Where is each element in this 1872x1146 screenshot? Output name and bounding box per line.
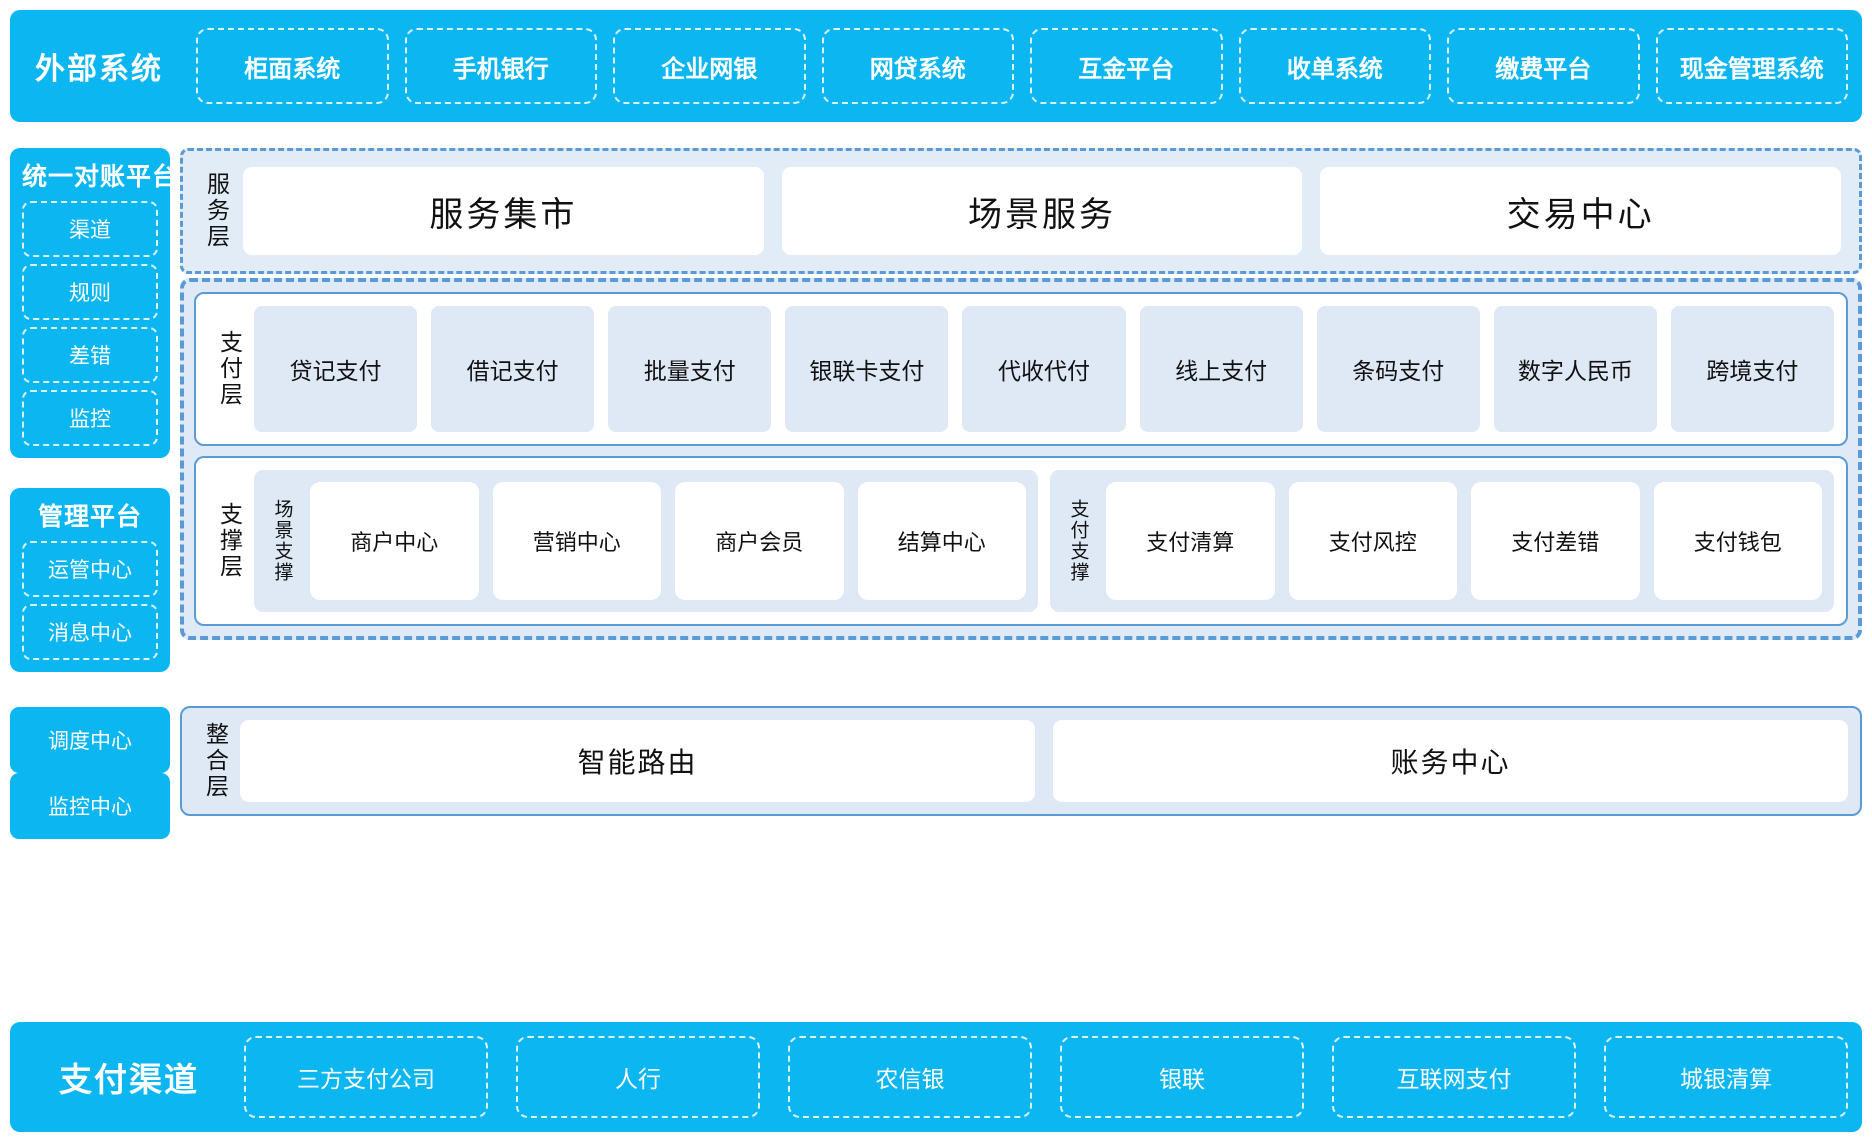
payment-core-group: 支付层 贷记支付 借记支付 批量支付 银联卡支付 代收代付 线上支付 条码支付 …: [180, 278, 1862, 640]
payment-support-group: 支付支撑 支付清算 支付风控 支付差错 支付钱包: [1050, 470, 1834, 612]
monitoring-center-card[interactable]: 监控中心: [10, 773, 170, 839]
payment-layer-row: 支付层 贷记支付 借记支付 批量支付 银联卡支付 代收代付 线上支付 条码支付 …: [206, 302, 1836, 436]
rail-item-message-center[interactable]: 消息中心: [22, 604, 158, 660]
payment-tile-debit[interactable]: 借记支付: [431, 306, 595, 432]
external-system-chip[interactable]: 柜面系统: [196, 28, 389, 104]
payment-layer-label: 支付层: [216, 330, 243, 408]
integration-card-accounting-center[interactable]: 账务中心: [1053, 720, 1848, 802]
payment-channel-chip[interactable]: 三方支付公司: [244, 1036, 488, 1118]
management-platform-card: 管理平台 运管中心 消息中心: [10, 488, 170, 672]
payment-tile-barcode[interactable]: 条码支付: [1316, 306, 1480, 432]
payment-tile-collection-payment[interactable]: 代收代付: [962, 306, 1126, 432]
scheduling-center-card[interactable]: 调度中心: [10, 707, 170, 773]
scenario-support-group: 场景支撑 商户中心 营销中心 商户会员 结算中心: [254, 470, 1038, 612]
service-layer-row: 服务层 服务集市 场景服务 交易中心: [193, 161, 1849, 261]
external-systems-title: 外部系统: [35, 53, 163, 86]
support-layer-panel: 支撑层 场景支撑 商户中心 营销中心 商户会员 结算中心 支付支撑: [194, 456, 1848, 626]
payment-tile-online[interactable]: 线上支付: [1139, 306, 1303, 432]
unified-reconciliation-platform-title: 统一对账平台: [22, 163, 179, 191]
payment-channel-chip[interactable]: 银联: [1060, 1036, 1304, 1118]
payment-channels-band: 支付渠道 三方支付公司 人行 农信银 银联 互联网支付 城银清算: [10, 1022, 1862, 1132]
payment-layer-tiles: 贷记支付 借记支付 批量支付 银联卡支付 代收代付 线上支付 条码支付 数字人民…: [252, 302, 1836, 436]
service-layer-cards: 服务集市 场景服务 交易中心: [239, 161, 1849, 261]
rail-item-operations-center[interactable]: 运管中心: [22, 541, 158, 597]
payment-support-label: 支付支撑: [1067, 499, 1089, 583]
external-system-chip[interactable]: 收单系统: [1238, 28, 1431, 104]
support-card-marketing-center[interactable]: 营销中心: [492, 482, 661, 600]
support-card-merchant-member[interactable]: 商户会员: [675, 482, 844, 600]
external-systems-band: 外部系统 柜面系统 手机银行 企业网银 网贷系统 互金平台 收单系统 缴费平台 …: [10, 10, 1862, 122]
integration-layer-row: 整合层 智能路由 账务中心: [192, 716, 1850, 806]
payment-channel-chip[interactable]: 人行: [516, 1036, 760, 1118]
integration-card-smart-routing[interactable]: 智能路由: [240, 720, 1035, 802]
scenario-support-label: 场景支撑: [271, 499, 293, 583]
support-card-payment-risk[interactable]: 支付风控: [1288, 482, 1457, 600]
integration-layer-panel: 整合层 智能路由 账务中心: [180, 706, 1862, 816]
support-card-payment-discrepancy[interactable]: 支付差错: [1471, 482, 1640, 600]
payment-channels-title: 支付渠道: [59, 1061, 199, 1098]
integration-layer-cards: 智能路由 账务中心: [238, 716, 1850, 806]
rail-item-monitoring[interactable]: 监控: [22, 390, 158, 446]
external-system-chip[interactable]: 手机银行: [404, 28, 597, 104]
payment-channels-list: 三方支付公司 人行 农信银 银联 互联网支付 城银清算: [244, 1036, 1848, 1118]
payment-channel-chip[interactable]: 互联网支付: [1332, 1036, 1576, 1118]
payment-layer-panel: 支付层 贷记支付 借记支付 批量支付 银联卡支付 代收代付 线上支付 条码支付 …: [194, 292, 1848, 446]
external-system-chip[interactable]: 网贷系统: [821, 28, 1014, 104]
support-card-settlement-center[interactable]: 结算中心: [857, 482, 1026, 600]
support-card-payment-clearing[interactable]: 支付清算: [1106, 482, 1275, 600]
payment-tile-unionpay-card[interactable]: 银联卡支付: [785, 306, 949, 432]
scenario-support-cards: 商户中心 营销中心 商户会员 结算中心: [310, 482, 1026, 600]
service-card-marketplace[interactable]: 服务集市: [243, 167, 764, 255]
integration-layer-label: 整合层: [202, 722, 229, 800]
payment-channel-chip[interactable]: 农信银: [788, 1036, 1032, 1118]
external-system-chip[interactable]: 企业网银: [613, 28, 806, 104]
payment-tile-credit[interactable]: 贷记支付: [254, 306, 418, 432]
support-card-payment-wallet[interactable]: 支付钱包: [1653, 482, 1822, 600]
external-system-chip[interactable]: 现金管理系统: [1655, 28, 1848, 104]
support-layer-label: 支撑层: [216, 502, 243, 580]
payment-tile-digital-rmb[interactable]: 数字人民币: [1493, 306, 1657, 432]
rail-item-discrepancy[interactable]: 差错: [22, 327, 158, 383]
external-systems-list: 柜面系统 手机银行 企业网银 网贷系统 互金平台 收单系统 缴费平台 现金管理系…: [196, 28, 1848, 104]
service-layer-group: 服务层 服务集市 场景服务 交易中心: [180, 148, 1862, 274]
management-platform-title: 管理平台: [37, 503, 142, 531]
external-system-chip[interactable]: 缴费平台: [1447, 28, 1640, 104]
support-layer-row: 支撑层 场景支撑 商户中心 营销中心 商户会员 结算中心 支付支撑: [206, 466, 1836, 616]
support-card-merchant-center[interactable]: 商户中心: [310, 482, 479, 600]
payment-tile-batch[interactable]: 批量支付: [608, 306, 772, 432]
payment-channel-chip[interactable]: 城银清算: [1604, 1036, 1848, 1118]
external-system-chip[interactable]: 互金平台: [1030, 28, 1223, 104]
service-layer-label: 服务层: [203, 172, 230, 250]
service-card-scenario[interactable]: 场景服务: [781, 167, 1303, 255]
payment-tile-cross-border[interactable]: 跨境支付: [1670, 306, 1834, 432]
rail-item-rules[interactable]: 规则: [22, 264, 158, 320]
unified-reconciliation-platform-card: 统一对账平台 渠道 规则 差错 监控: [10, 148, 179, 458]
payment-support-cards: 支付清算 支付风控 支付差错 支付钱包: [1106, 482, 1822, 600]
support-layer-groups: 场景支撑 商户中心 营销中心 商户会员 结算中心 支付支撑 支付清算 支付风控: [252, 466, 1836, 616]
service-card-transaction[interactable]: 交易中心: [1320, 167, 1842, 255]
rail-item-channel[interactable]: 渠道: [22, 201, 158, 257]
